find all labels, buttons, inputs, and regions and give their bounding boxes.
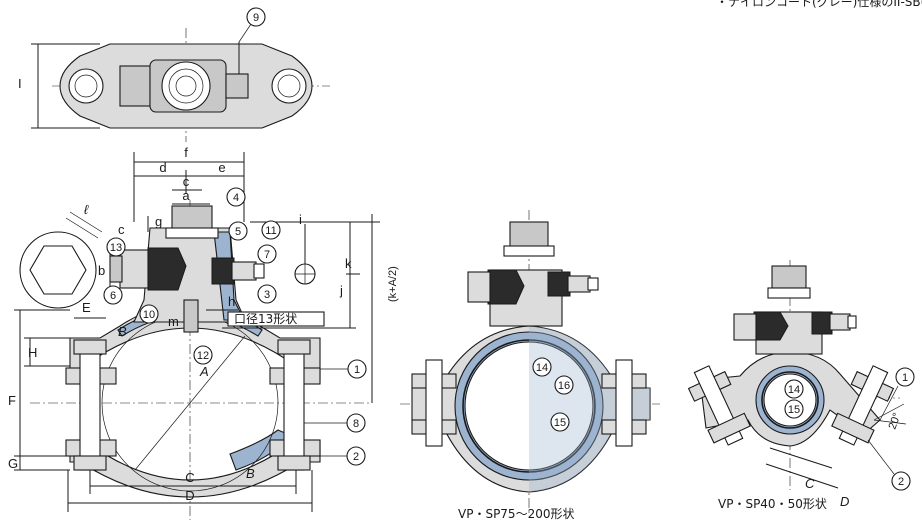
callout-15-mid: 15	[550, 412, 570, 432]
bore-note: 口径13形状	[234, 312, 297, 326]
caption-right: VP・SP40・50形状	[718, 497, 827, 511]
svg-text:k: k	[345, 256, 352, 271]
svg-text:11: 11	[265, 225, 276, 237]
svg-text:j: j	[339, 283, 343, 298]
wrench-flats-view	[19, 211, 103, 309]
svg-text:C: C	[185, 470, 194, 485]
svg-text:4: 4	[233, 192, 239, 204]
dimension-labels: f d e c a g b ℓ c E H F G C D A B B m h …	[8, 145, 399, 503]
callout-6: 6	[103, 285, 123, 305]
svg-text:13: 13	[110, 242, 122, 254]
callout-9: 9	[246, 7, 266, 27]
svg-text:B: B	[246, 466, 255, 481]
svg-text:(k+A/2): (k+A/2)	[387, 266, 399, 302]
right-view-vp-sp40-50: 20° C D	[687, 260, 907, 509]
callout-7: 7	[257, 244, 277, 264]
dim-I: I	[18, 76, 22, 91]
svg-text:9: 9	[253, 12, 259, 24]
svg-text:B: B	[118, 324, 127, 339]
callout-1-right: 1	[895, 367, 915, 387]
svg-text:a: a	[182, 188, 190, 203]
svg-text:H: H	[28, 345, 37, 360]
svg-text:7: 7	[264, 249, 270, 261]
svg-text:g: g	[155, 214, 162, 229]
mid-view-vp-sp75-200	[400, 210, 660, 515]
svg-text:5: 5	[235, 226, 241, 238]
svg-text:6: 6	[110, 290, 116, 302]
callout-4: 4	[226, 187, 246, 207]
callout-12: 12	[193, 345, 213, 365]
spec-note: ・ナイロンコート(グレー)仕様のII-SB(N)あり	[716, 0, 922, 9]
svg-text:15: 15	[788, 404, 800, 416]
svg-text:d: d	[159, 160, 166, 175]
callout-8: 8	[346, 413, 366, 433]
callout-14-right: 14	[784, 379, 804, 399]
svg-text:f: f	[184, 145, 188, 160]
svg-text:c: c	[118, 222, 125, 237]
callout-13: 13	[106, 237, 126, 257]
callout-1: 1	[347, 359, 367, 379]
callout-2-right: 2	[891, 471, 911, 491]
svg-text:e: e	[218, 160, 225, 175]
callout-3: 3	[257, 284, 277, 304]
svg-text:m: m	[168, 314, 179, 329]
svg-text:14: 14	[536, 362, 548, 374]
svg-text:3: 3	[264, 289, 270, 301]
main-view	[19, 200, 370, 520]
svg-text:ℓ: ℓ	[84, 202, 89, 217]
callout-14-mid: 14	[532, 357, 552, 377]
svg-text:1: 1	[902, 372, 908, 384]
dimension-lines	[14, 152, 380, 512]
svg-text:16: 16	[558, 380, 570, 392]
svg-text:1: 1	[354, 364, 360, 376]
svg-text:D: D	[840, 494, 849, 509]
svg-text:2: 2	[353, 451, 359, 463]
callout-15-right: 15	[784, 399, 804, 419]
svg-text:D: D	[185, 488, 194, 503]
top-view: I	[18, 23, 330, 142]
svg-text:C: C	[805, 476, 815, 491]
angle-20: 20°	[887, 411, 904, 431]
svg-text:2: 2	[898, 476, 904, 488]
svg-text:A: A	[199, 364, 209, 379]
callout-10: 10	[139, 304, 159, 324]
callout-2: 2	[346, 446, 366, 466]
svg-text:8: 8	[353, 418, 359, 430]
svg-text:b: b	[98, 263, 105, 278]
caption-mid: VP・SP75～200形状	[458, 507, 574, 521]
svg-text:10: 10	[143, 309, 155, 321]
svg-text:i: i	[299, 212, 302, 227]
svg-text:14: 14	[788, 384, 800, 396]
svg-text:E: E	[82, 300, 91, 315]
callout-5: 5	[228, 221, 248, 241]
svg-text:12: 12	[197, 350, 209, 362]
callout-16-mid: 16	[554, 375, 574, 395]
svg-text:15: 15	[554, 417, 566, 429]
svg-text:G: G	[8, 456, 18, 471]
svg-text:F: F	[8, 393, 16, 408]
callout-11: 11	[261, 220, 281, 240]
svg-text:c: c	[183, 174, 190, 189]
svg-text:h: h	[228, 294, 235, 309]
